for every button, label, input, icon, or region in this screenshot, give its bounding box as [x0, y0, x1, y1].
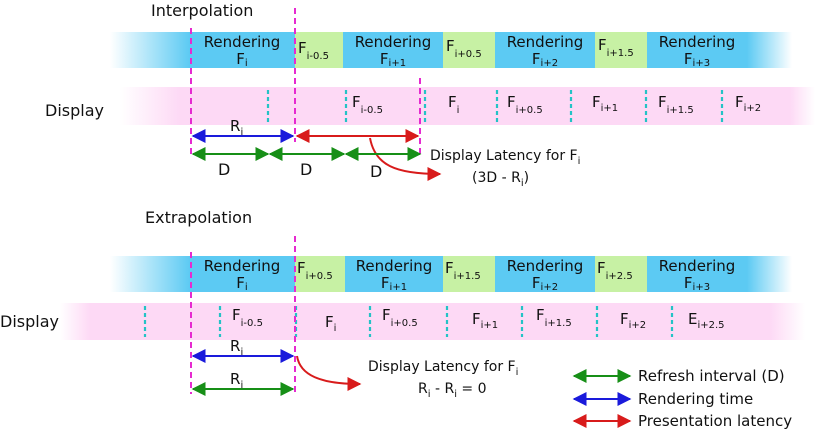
interp-render-frame: Fi+1 — [380, 50, 406, 69]
extrapolation-section: Extrapolation Rendering Fi Fi+0.5 Render… — [0, 208, 805, 400]
extrap-inter-frame: Fi+1.5 — [445, 259, 481, 282]
extrap-latency-title: Display Latency for Fi — [368, 359, 518, 378]
interp-d-label: D — [370, 162, 382, 181]
legend-item-presentation-latency: Presentation latency — [572, 412, 792, 430]
extrap-display-frame: Fi+1 — [472, 310, 498, 331]
interp-display-frame: Fi+1.5 — [658, 93, 694, 116]
interp-render-label: Rendering — [204, 33, 281, 51]
interp-display-band — [180, 87, 790, 125]
interp-inter-frame: Fi-0.5 — [298, 39, 329, 62]
extrap-latency-callout-arrow — [296, 355, 362, 391]
legend-item-refresh-interval: Refresh interval (D) — [572, 367, 785, 385]
extrap-display-label: Display — [0, 312, 59, 331]
interp-display-frame: Fi+1 — [592, 93, 618, 114]
interp-render-frame: Fi+3 — [684, 50, 710, 69]
extrapolation-heading: Extrapolation — [145, 208, 252, 227]
extrap-render-label: Rendering — [204, 257, 281, 275]
extrap-inter-block — [443, 256, 495, 292]
extrap-display-band — [90, 303, 770, 340]
legend: Refresh interval (D) Rendering time Pres… — [572, 367, 792, 430]
interp-render-block — [495, 32, 595, 68]
extrap-display-frame: Fi — [325, 313, 336, 334]
extrap-display-frame: Fi+1.5 — [536, 306, 572, 329]
legend-item-rendering-time: Rendering time — [572, 390, 753, 408]
interp-render-fade-left — [110, 32, 190, 68]
interp-rendering-time-label: Ri — [230, 117, 243, 138]
interp-render-block — [343, 32, 443, 68]
extrap-render-row: Rendering Fi Fi+0.5 Rendering Fi+1 Fi+1.… — [110, 256, 792, 293]
extrap-display-frame: Ei+2.5 — [688, 310, 725, 331]
interp-inter-block — [295, 32, 343, 68]
interp-inter-frame: Fi+1.5 — [598, 36, 634, 59]
extrap-render-frame: Fi+2 — [532, 274, 558, 293]
extrap-render-frame: Fi+1 — [381, 274, 407, 293]
interp-display-fade-right — [790, 87, 815, 125]
interp-render-row: Rendering Fi Fi-0.5 Rendering Fi+1 Fi+0.… — [110, 32, 792, 69]
interp-render-frame: Fi+2 — [532, 50, 558, 69]
extrap-render-block — [345, 256, 443, 292]
extrap-inter-block — [595, 256, 647, 292]
interp-render-block — [190, 32, 295, 68]
extrap-render-block — [647, 256, 747, 292]
extrap-rendering-time-label: Ri — [230, 337, 243, 358]
interp-latency-title: Display Latency for Fi — [430, 148, 580, 167]
interp-render-block — [647, 32, 747, 68]
extrap-display-row: Fi-0.5 Fi Fi+0.5 Fi+1 Fi+1.5 Fi+2 Ei+2.5 — [60, 303, 805, 340]
interp-display-frame: Fi+2 — [735, 93, 761, 114]
interp-display-frame: Fi — [448, 93, 459, 116]
interp-display-frame: Fi-0.5 — [352, 93, 383, 116]
interp-display-fade-left — [120, 87, 180, 125]
extrap-render-block — [190, 256, 295, 292]
interp-display-label: Display — [45, 101, 104, 120]
legend-label: Rendering time — [638, 390, 753, 408]
extrap-render-fade-left — [110, 256, 190, 292]
interp-latency-formula: (3D - Ri) — [472, 170, 529, 189]
interp-render-label: Rendering — [507, 33, 584, 51]
extrap-latency-formula: Ri - Ri = 0 — [418, 381, 487, 400]
extrap-display-fade-right — [770, 303, 805, 340]
extrap-inter-frame: Fi+2.5 — [597, 259, 633, 282]
interp-render-fade-right — [747, 32, 792, 68]
extrap-render-label: Rendering — [659, 257, 736, 275]
interp-inter-block — [443, 32, 495, 68]
interp-display-ticks — [266, 90, 724, 122]
interpolation-section: Interpolation Rendering Fi Fi-0.5 Render… — [45, 1, 815, 189]
interp-render-frame: Fi — [236, 50, 247, 69]
extrap-display-fade-left — [60, 303, 90, 340]
interp-display-row: Fi-0.5 Fi Fi+0.5 Fi+1 Fi+1.5 Fi+2 — [120, 87, 815, 125]
extrap-display-frame: Fi+2 — [620, 310, 646, 331]
extrap-refresh-label: Ri — [230, 370, 243, 391]
extrap-render-frame: Fi — [236, 274, 247, 293]
interpolation-heading: Interpolation — [151, 1, 253, 20]
legend-label: Presentation latency — [638, 412, 792, 430]
interp-display-frame: Fi+0.5 — [507, 93, 543, 116]
extrap-render-label: Rendering — [507, 257, 584, 275]
extrap-render-label: Rendering — [356, 257, 433, 275]
interp-render-label: Rendering — [659, 33, 736, 51]
extrap-inter-frame: Fi+0.5 — [297, 259, 333, 282]
extrap-render-block — [495, 256, 595, 292]
extrap-display-frame: Fi+0.5 — [382, 306, 418, 329]
extrap-render-frame: Fi+3 — [684, 274, 710, 293]
legend-label: Refresh interval (D) — [638, 367, 785, 385]
extrap-time-markers — [190, 236, 296, 394]
extrap-inter-block — [295, 256, 345, 292]
interp-d-label: D — [218, 160, 230, 179]
extrap-display-frame: Fi-0.5 — [232, 306, 263, 329]
interp-inter-frame: Fi+0.5 — [446, 37, 482, 60]
interp-latency-callout-arrow — [369, 137, 442, 181]
interp-render-label: Rendering — [355, 33, 432, 51]
interp-d-label: D — [300, 160, 312, 179]
extrap-render-fade-right — [747, 256, 792, 292]
interp-time-markers — [190, 8, 421, 158]
interp-inter-block — [595, 32, 647, 68]
